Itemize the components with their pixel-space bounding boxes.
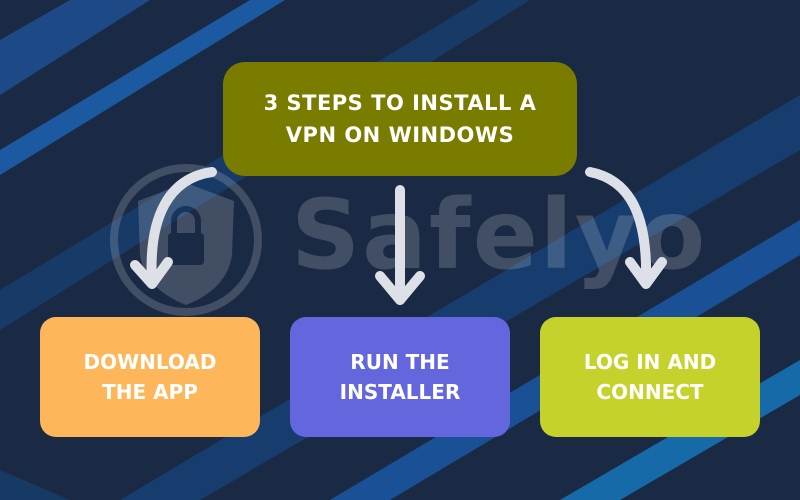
arrow-left — [146, 167, 217, 288]
step-download: DOWNLOAD THE APP — [40, 317, 260, 437]
arrow-right — [585, 167, 652, 288]
step-run-installer: RUN THE INSTALLER — [290, 317, 510, 437]
step-log-in: LOG IN AND CONNECT — [540, 317, 760, 437]
title-box: 3 STEPS TO INSTALL A VPN ON WINDOWS — [223, 62, 577, 176]
arrow-left-head — [130, 257, 173, 289]
arrow-right-head — [625, 257, 667, 289]
step-label: RUN THE INSTALLER — [339, 350, 461, 404]
step-label: DOWNLOAD THE APP — [83, 350, 217, 404]
arrow-middle-head — [375, 271, 425, 305]
diagram-title: 3 STEPS TO INSTALL A VPN ON WINDOWS — [263, 91, 537, 147]
step-label: LOG IN AND CONNECT — [583, 350, 717, 404]
